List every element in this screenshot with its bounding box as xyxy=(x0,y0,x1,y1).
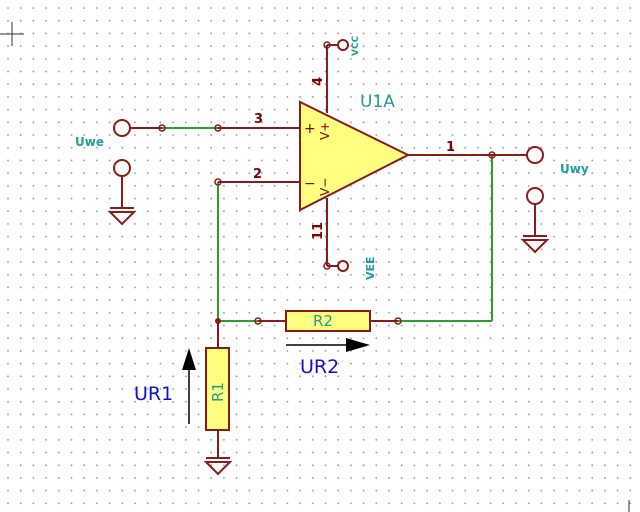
opamp-minus-symbol: − xyxy=(304,176,316,192)
output-port-circle xyxy=(526,146,544,164)
input-port-label: Uwe xyxy=(75,135,104,149)
ur1-label: UR1 xyxy=(134,383,173,405)
pin-number-2: 2 xyxy=(253,167,262,182)
ground-icon xyxy=(520,235,550,254)
resistor-r2-label: R2 xyxy=(313,312,333,330)
junction-dot xyxy=(215,318,221,324)
junctions xyxy=(215,318,221,324)
input-ground-port-circle xyxy=(113,159,131,177)
ground-icon xyxy=(107,207,137,226)
cursor-crosshair-icon xyxy=(0,22,24,46)
pin-ends xyxy=(158,41,496,325)
resistor-r2[interactable]: R2 xyxy=(285,310,371,332)
input-port-uwe[interactable]: Uwe xyxy=(75,119,131,177)
ground-icon xyxy=(203,457,233,476)
vcc-port[interactable]: VCC xyxy=(337,35,361,56)
resistor-r1-body xyxy=(205,347,230,431)
output-ground-port-circle xyxy=(526,187,544,205)
pin-number-4: 4 xyxy=(311,77,326,86)
pin-number-3: 3 xyxy=(254,112,263,127)
vee-port-circle xyxy=(337,260,349,272)
ur1-arrow-icon xyxy=(182,348,196,424)
resistor-r1[interactable]: R1 xyxy=(205,347,230,431)
opamp-vplus-label: V+ xyxy=(318,122,332,140)
opamp-u1a[interactable]: + − V+ V− U1A xyxy=(299,92,411,212)
opamp-vminus-label: V− xyxy=(318,178,332,196)
pins xyxy=(121,44,536,458)
wires xyxy=(162,127,493,322)
ur2-label: UR2 xyxy=(300,356,339,378)
input-port-circle xyxy=(113,119,131,137)
ur2-arrow-icon xyxy=(286,338,370,352)
output-port-uwy[interactable]: Uwy xyxy=(526,146,589,205)
resistor-r1-label: R1 xyxy=(209,382,227,402)
vcc-label: VCC xyxy=(351,35,361,56)
opamp-triangle xyxy=(299,100,411,212)
resistor-r2-body xyxy=(285,310,371,332)
opamp-plus-symbol: + xyxy=(304,121,316,137)
vee-port[interactable]: VEE xyxy=(337,256,377,280)
opamp-reference: U1A xyxy=(360,92,395,112)
vee-label: VEE xyxy=(364,256,377,280)
vcc-port-circle xyxy=(337,39,349,51)
pin-number-1: 1 xyxy=(446,140,455,155)
pin-number-11: 11 xyxy=(311,222,326,240)
output-port-label: Uwy xyxy=(560,162,589,176)
